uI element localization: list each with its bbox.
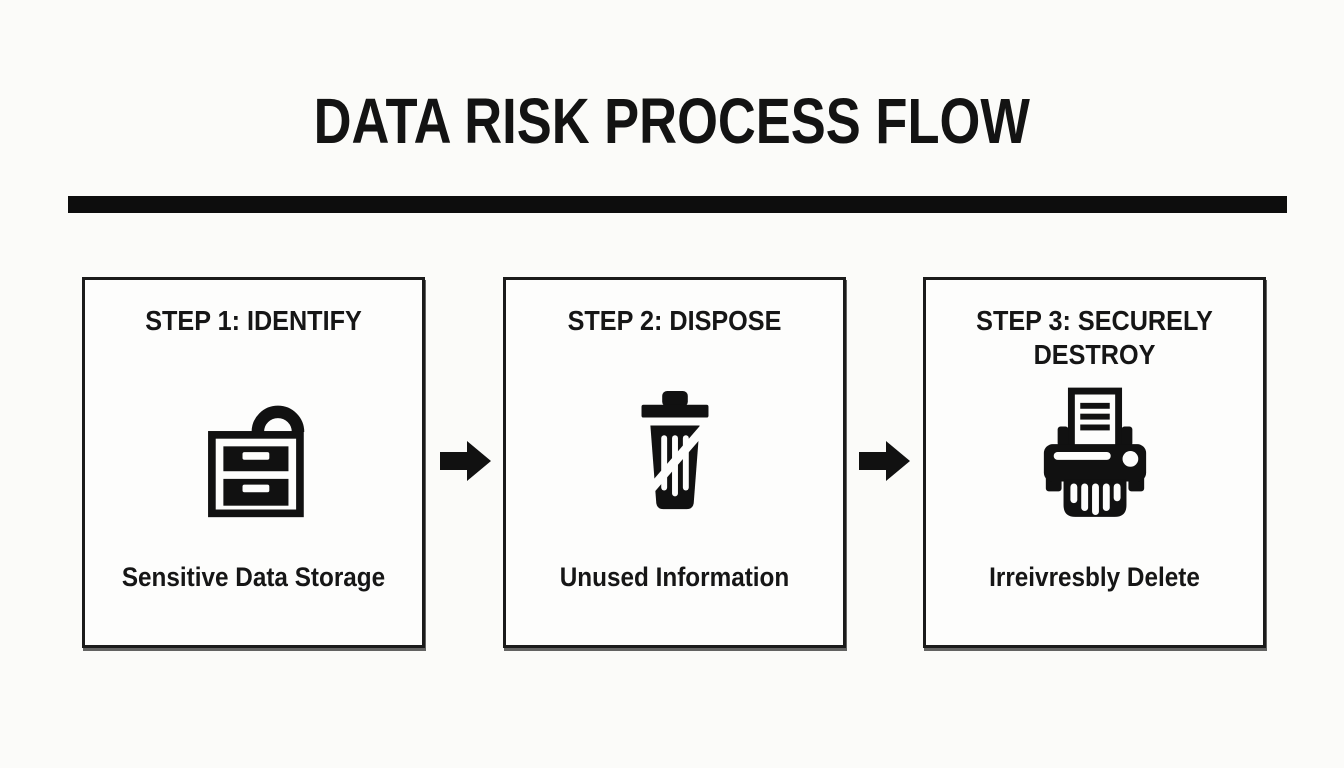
step-box-identify: STEP 1: IDENTIFY Sensitive Data Storage [82, 277, 425, 648]
page-title: DATA RISK PROCESS FLOW [313, 85, 1031, 157]
paper-shredder-icon [1043, 387, 1146, 517]
flow-arrow-2 [859, 439, 911, 483]
step-header: STEP 2: DISPOSE [567, 305, 782, 336]
step-caption: Irreivresbly Delete [989, 562, 1200, 592]
step-header: STEP 1: IDENTIFY [145, 305, 362, 336]
right-arrow-icon [859, 441, 910, 481]
trash-can-slashed-icon [641, 390, 708, 510]
step-icon-wrap [506, 380, 843, 528]
step-header: STEP 3: SECURELY DESTROY [976, 305, 1213, 370]
step-caption: Sensitive Data Storage [121, 562, 386, 592]
flow-arrow-1 [440, 439, 492, 483]
step-caption: Unused Information [559, 562, 790, 592]
file-cabinet-unlocked-icon [207, 405, 304, 518]
title-divider-bar [68, 196, 1287, 213]
step-box-dispose: STEP 2: DISPOSE Unused Information [503, 277, 846, 648]
step-icon-wrap [85, 380, 422, 528]
step-box-destroy: STEP 3: SECURELY DESTROY [923, 277, 1266, 648]
right-arrow-icon [440, 441, 491, 481]
step-icon-wrap [926, 380, 1263, 528]
page-title-row: DATA RISK PROCESS FLOW [0, 85, 1344, 157]
